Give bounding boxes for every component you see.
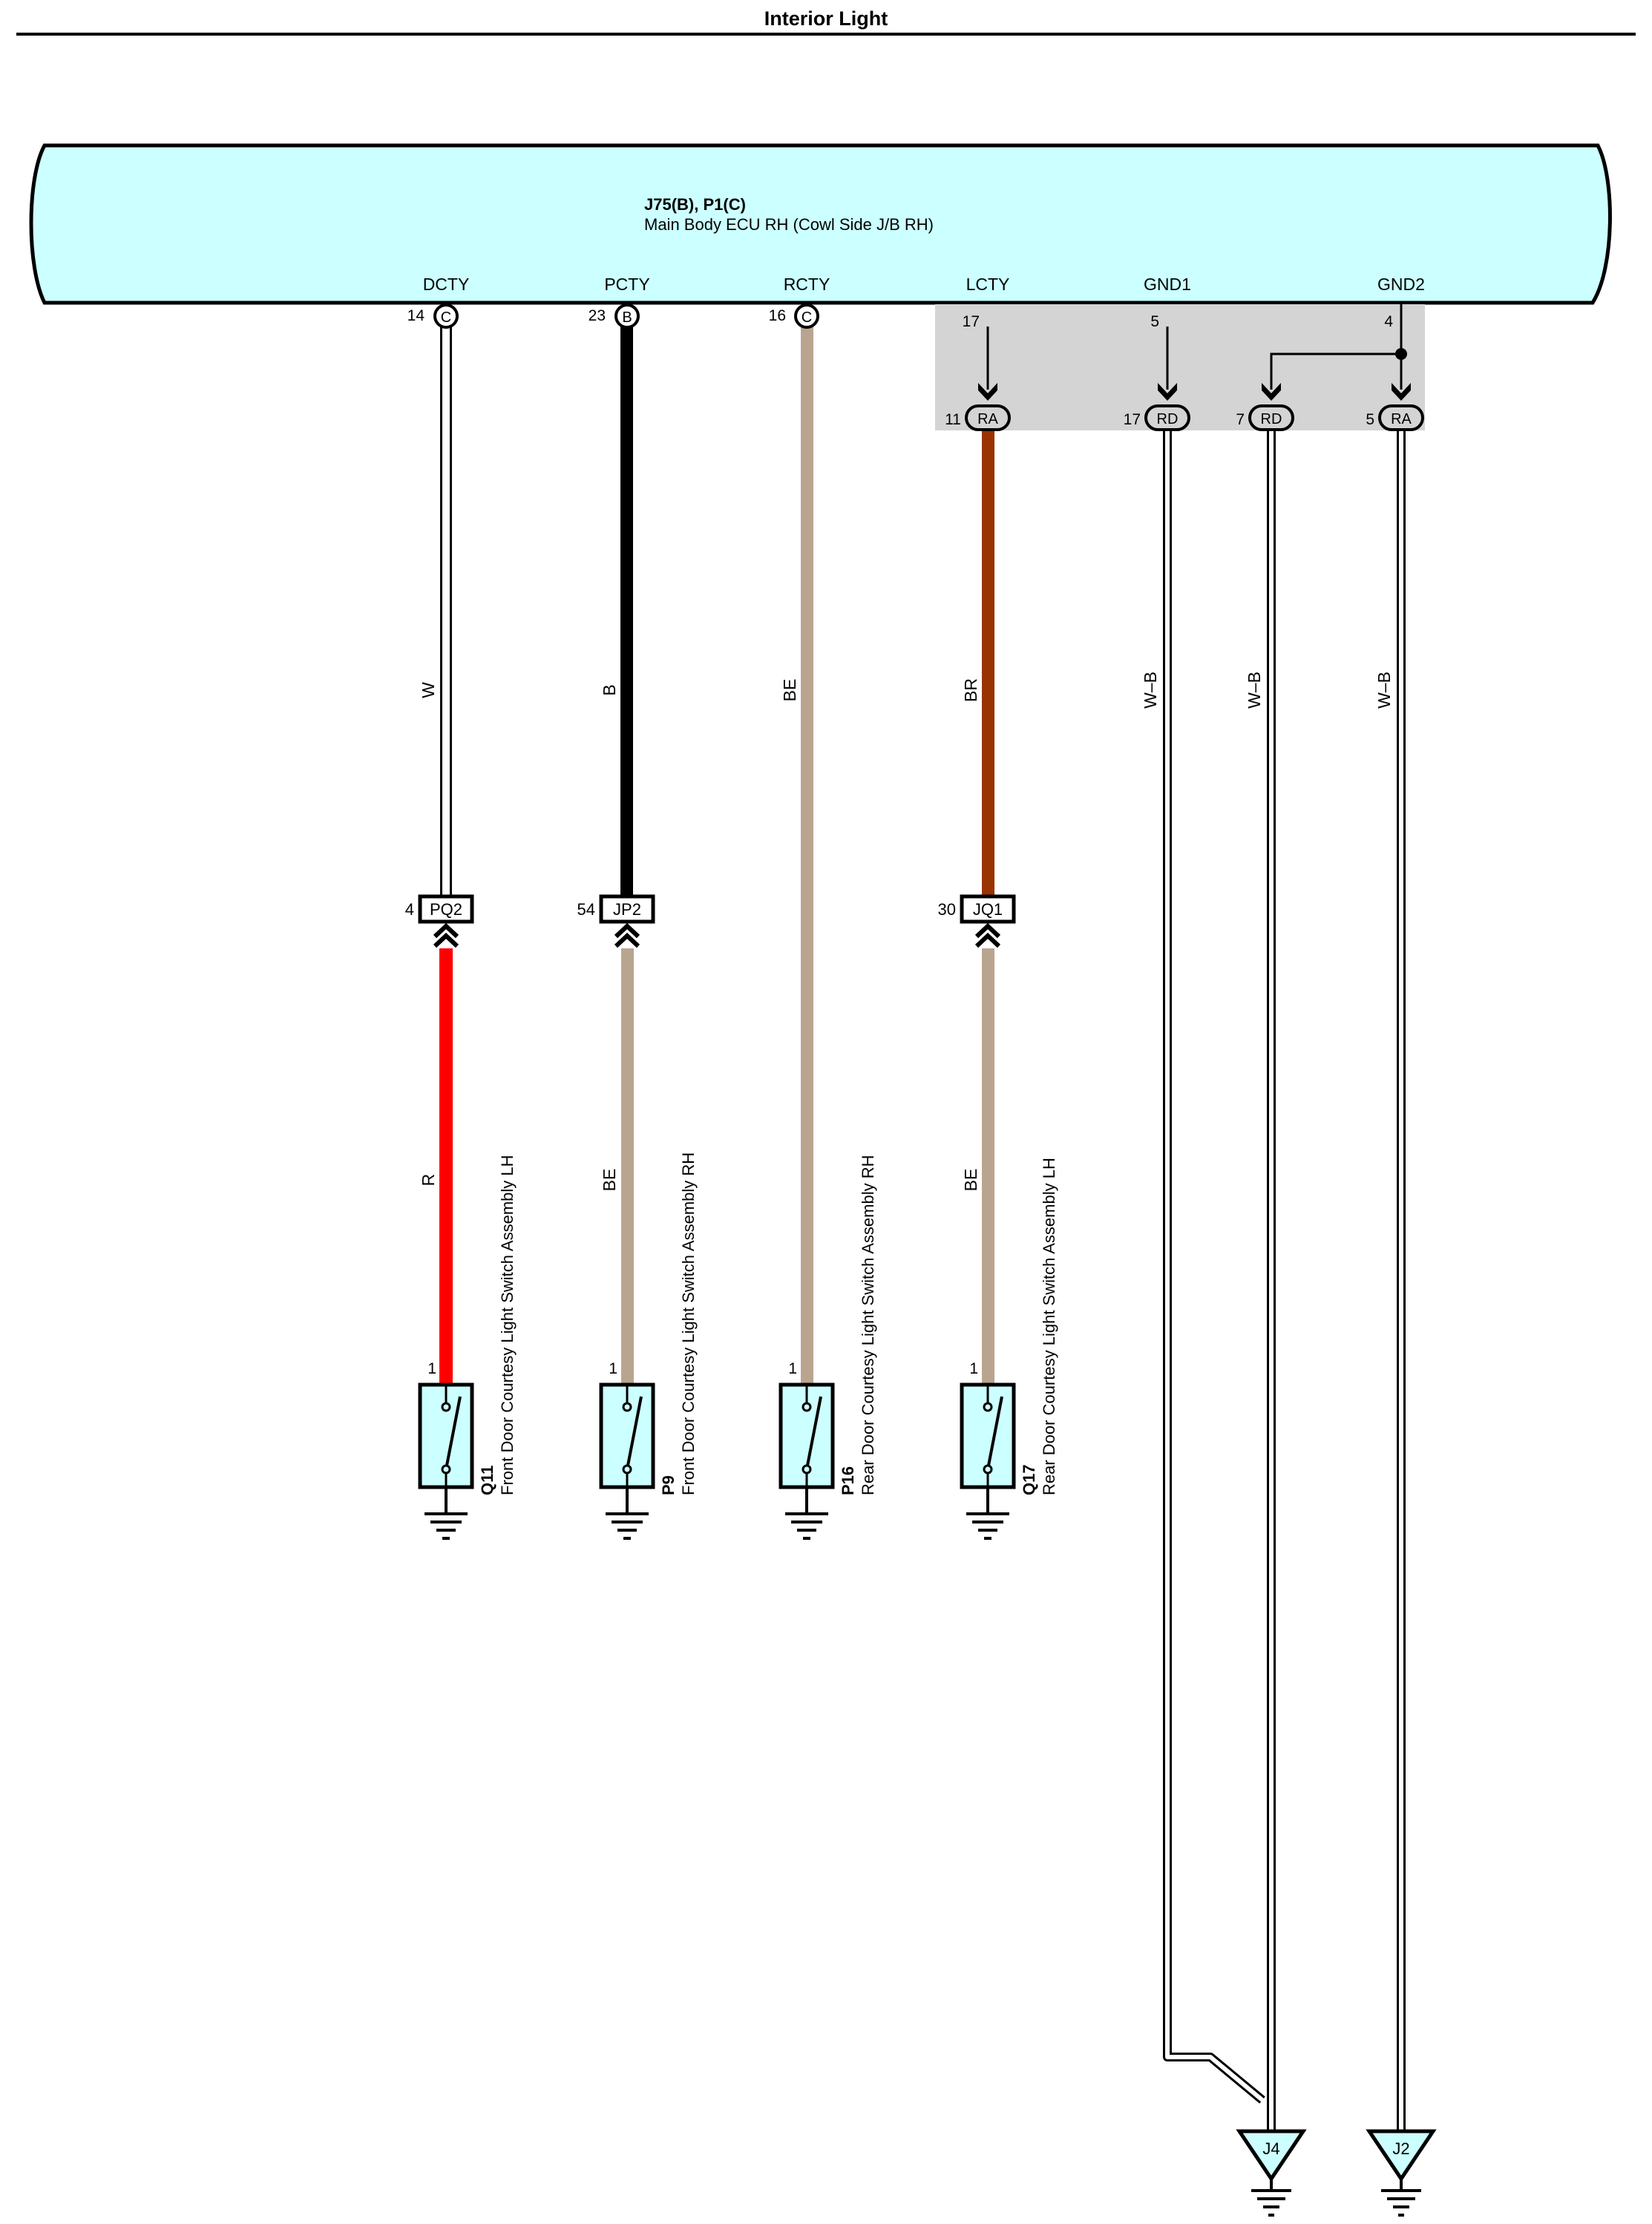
terminal-pin-lcty: 17 xyxy=(963,313,980,330)
svg-text:7: 7 xyxy=(1236,411,1245,428)
wire-label-b: B xyxy=(600,684,619,695)
ecu-name: J75(B), P1(C) xyxy=(644,195,746,214)
wire-w-dcty xyxy=(440,327,452,904)
terminal-circle-dcty: C xyxy=(433,304,459,329)
svg-text:RA: RA xyxy=(1391,411,1412,427)
wire-label-r: R xyxy=(419,1174,438,1187)
jb-connector-ra-5: 5 RA xyxy=(1366,404,1424,431)
page-title: Interior Light xyxy=(764,7,888,30)
terminal-pin-gnd1: 5 xyxy=(1150,313,1159,330)
svg-text:C: C xyxy=(802,309,812,326)
ground-symbol-icon xyxy=(425,1512,468,1540)
jb-connector-rd-7: 7 RD xyxy=(1236,404,1294,431)
wire-label-br: BR xyxy=(961,678,980,702)
svg-text:11: 11 xyxy=(945,411,961,428)
wire-wb-gnd1 xyxy=(1163,430,1265,2104)
ecu-description: Main Body ECU RH (Cowl Side J/B RH) xyxy=(644,215,934,234)
terminal-pin-rcty: 16 xyxy=(769,307,786,324)
switch-pin: 1 xyxy=(609,1360,617,1377)
ground-label: J2 xyxy=(1392,2139,1409,2158)
svg-text:JQ1: JQ1 xyxy=(973,900,1003,919)
switch-pin: 1 xyxy=(969,1360,978,1377)
terminal-signal-rcty: RCTY xyxy=(784,275,830,294)
terminal-pins: 14 23 16 17 5 4 xyxy=(407,307,1394,330)
svg-text:B: B xyxy=(622,309,632,326)
terminal-circle-pcty: B xyxy=(614,304,640,329)
svg-text:RD: RD xyxy=(1261,411,1282,427)
inline-connector-jp2: 54 JP2 xyxy=(577,894,655,948)
terminal-pin-pcty: 23 xyxy=(589,307,606,324)
svg-text:RD: RD xyxy=(1157,411,1179,427)
svg-text:RA: RA xyxy=(977,411,998,427)
switch-code: Q17 xyxy=(1020,1464,1038,1495)
ecu-body xyxy=(29,143,1612,305)
switch-name: Rear Door Courtesy Light Switch Assembly… xyxy=(859,1155,877,1496)
wire-be-q17 xyxy=(982,948,994,1384)
svg-text:JP2: JP2 xyxy=(613,900,641,919)
terminal-signal-gnd2: GND2 xyxy=(1377,275,1425,294)
terminal-pin-gnd2: 4 xyxy=(1384,313,1393,330)
svg-text:C: C xyxy=(441,309,451,326)
terminal-circle-rcty: C xyxy=(794,304,819,329)
switch-pin: 1 xyxy=(427,1360,436,1377)
switch-name: Front Door Courtesy Light Switch Assembl… xyxy=(679,1152,698,1495)
wire-label-be-p9: BE xyxy=(600,1169,619,1192)
wire-label-wb-3: W–B xyxy=(1374,672,1394,709)
inline-connector-pq2: 4 PQ2 xyxy=(405,894,474,948)
ground-symbol-icon xyxy=(785,1512,828,1540)
ground-label: J4 xyxy=(1262,2139,1279,2158)
svg-text:30: 30 xyxy=(938,900,956,919)
ground-point-j2: J2 xyxy=(1366,2129,1437,2217)
switch-q11: 1 Q11 Front Door Courtesy Light Switch A… xyxy=(418,1155,517,1540)
switch-code: Q11 xyxy=(478,1466,496,1495)
wire-label-be-rcty: BE xyxy=(780,679,799,702)
wire-be-p9 xyxy=(621,948,634,1384)
terminal-signal-lcty: LCTY xyxy=(966,275,1010,294)
switch-p9: 1 P9 Front Door Courtesy Light Switch As… xyxy=(599,1152,698,1540)
jb-line-gnd2 xyxy=(1270,304,1407,390)
svg-text:4: 4 xyxy=(405,900,414,919)
switch-q17: 1 Q17 Rear Door Courtesy Light Switch As… xyxy=(960,1158,1058,1540)
jb-arrows xyxy=(978,383,1411,401)
wire-label-wb-2: W–B xyxy=(1245,672,1264,709)
terminal-signal-gnd1: GND1 xyxy=(1144,275,1191,294)
wire-br-lcty xyxy=(982,430,994,904)
svg-text:PQ2: PQ2 xyxy=(430,900,462,919)
lower-wire-labels: R BE BE xyxy=(419,1169,980,1192)
jb-connector-ra-11: 11 RA xyxy=(945,404,1011,431)
inline-connector-jq1: 30 JQ1 xyxy=(938,894,1016,948)
ground-point-j4: J4 xyxy=(1236,2129,1307,2217)
svg-text:5: 5 xyxy=(1366,411,1374,428)
switch-name: Front Door Courtesy Light Switch Assembl… xyxy=(498,1155,517,1495)
upper-wire-labels: W B BE BR W–B W–B W–B xyxy=(419,672,1394,709)
jb-connector-rd-17: 17 RD xyxy=(1124,404,1190,431)
terminal-labels: DCTY PCTY RCTY LCTY GND1 GND2 xyxy=(423,275,1425,294)
svg-text:54: 54 xyxy=(577,900,595,919)
switch-code: P9 xyxy=(659,1475,678,1495)
wire-be-rcty xyxy=(801,327,813,1384)
svg-text:17: 17 xyxy=(1124,411,1141,428)
switch-pin: 1 xyxy=(788,1360,797,1377)
switch-p16: 1 P16 Rear Door Courtesy Light Switch As… xyxy=(779,1155,877,1540)
ground-symbol-icon xyxy=(1251,2189,1291,2217)
ground-symbol-icon xyxy=(1381,2189,1421,2217)
wire-label-w: W xyxy=(419,682,438,698)
wire-b-pcty xyxy=(620,327,633,904)
ground-symbol-icon xyxy=(966,1512,1009,1540)
switch-name: Rear Door Courtesy Light Switch Assembly… xyxy=(1040,1158,1058,1495)
terminal-signal-pcty: PCTY xyxy=(604,275,649,294)
ground-symbol-icon xyxy=(606,1512,649,1540)
wire-r-q11 xyxy=(439,948,453,1384)
wire-label-wb-1: W–B xyxy=(1141,672,1160,709)
terminal-pin-dcty: 14 xyxy=(407,307,425,324)
terminal-signal-dcty: DCTY xyxy=(423,275,470,294)
wire-label-be-q17: BE xyxy=(961,1169,980,1192)
switch-code: P16 xyxy=(839,1466,857,1495)
